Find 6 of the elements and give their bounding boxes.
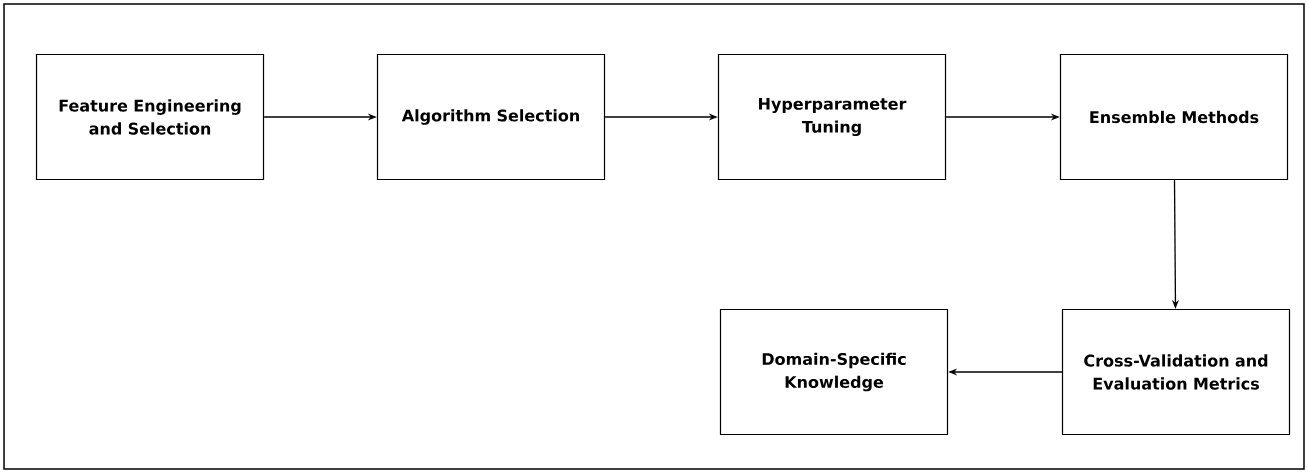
process-box: Feature Engineering and Selection — [35, 53, 265, 181]
process-box: Domain-Specific Knowledge — [719, 308, 949, 436]
process-box: Ensemble Methods — [1059, 53, 1289, 181]
process-box: Cross-Validation and Evaluation Metrics — [1061, 308, 1291, 436]
process-box: Algorithm Selection — [376, 53, 606, 181]
process-box: Hyperparameter Tuning — [717, 53, 947, 181]
